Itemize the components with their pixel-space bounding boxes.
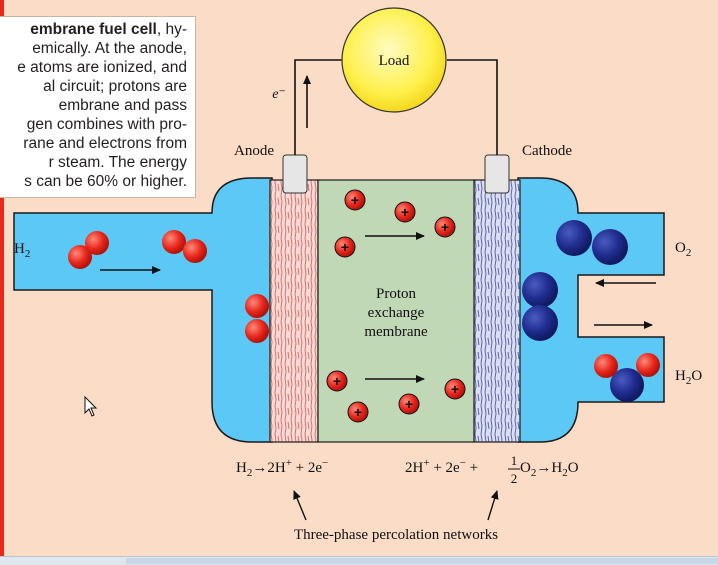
svg-text:+: + — [401, 204, 409, 220]
cathode-electrode — [473, 179, 521, 443]
paragraph-line: al circuit; protons are — [43, 78, 187, 95]
scrollbar-thumb[interactable] — [126, 558, 718, 564]
svg-text:+: + — [405, 396, 413, 412]
svg-text:+: + — [354, 404, 362, 420]
mouse-cursor-icon — [84, 395, 98, 417]
svg-text:+: + — [333, 373, 341, 389]
membrane-label-line2: exchange — [368, 305, 425, 321]
load-bulb — [341, 7, 447, 113]
cathode-reaction: 2H+ + 2e− + — [405, 457, 478, 476]
paragraph-line: gen combines with pro- — [26, 116, 187, 133]
proton: + — [434, 216, 456, 238]
paragraph-line: rane and electrons from — [23, 135, 187, 152]
membrane-label-line1: Proton — [376, 286, 417, 302]
proton: + — [326, 370, 348, 392]
membrane-label-line3: membrane — [364, 324, 428, 340]
half-numerator: 1 — [511, 453, 518, 468]
paragraph-line: embrane fuel cell, hy- — [30, 21, 187, 38]
anode-electrode — [269, 179, 319, 443]
cathode-terminal — [484, 154, 510, 194]
svg-text:+: + — [341, 239, 349, 255]
h2-label: H2 — [14, 241, 30, 260]
proton: + — [394, 201, 416, 223]
paragraph-line: r steam. The energy — [48, 154, 187, 171]
hydrogen-atoms-at-anode — [245, 294, 269, 343]
paragraph-line: emically. At the anode, — [32, 40, 187, 57]
half-denominator: 2 — [511, 471, 518, 486]
h2o-label: H2O — [675, 368, 702, 387]
proton: + — [344, 189, 366, 211]
hydrogen-molecule — [162, 230, 207, 263]
left-accent-bar — [0, 0, 4, 564]
proton: + — [334, 236, 356, 258]
load-label: Load — [379, 53, 410, 69]
anode-reaction: H2→2H+ + 2e− — [236, 457, 328, 479]
water-molecule — [594, 353, 660, 402]
cathode-reaction-tail: O2→H2O — [520, 460, 579, 479]
o2-label: O2 — [675, 240, 691, 259]
electron-label: e⁻ — [272, 87, 286, 102]
paragraph-line: s can be 60% or higher. — [24, 173, 187, 190]
svg-text:+: + — [351, 192, 359, 208]
proton: + — [444, 378, 466, 400]
oxygen-molecule — [556, 220, 628, 265]
circuit-wire — [294, 59, 498, 155]
description-paragraph: embrane fuel cell, hy- emically. At the … — [0, 16, 196, 198]
horizontal-scrollbar[interactable] — [0, 556, 718, 565]
svg-text:+: + — [451, 381, 459, 397]
svg-text:+: + — [441, 219, 449, 235]
oxygen-atoms-at-cathode — [522, 272, 558, 341]
anode-terminal — [282, 154, 308, 194]
percolation-label: Three-phase percolation networks — [294, 527, 498, 543]
paragraph-line: embrane and pass — [58, 97, 187, 114]
anode-label: Anode — [234, 143, 274, 159]
hydrogen-molecule — [68, 231, 109, 269]
proton: + — [398, 393, 420, 415]
paragraph-line: e atoms are ionized, and — [17, 59, 187, 76]
anode-gas-channel — [13, 177, 273, 443]
percolation-arrow — [487, 490, 499, 521]
proton: + — [347, 401, 369, 423]
cathode-label: Cathode — [522, 143, 572, 159]
percolation-arrow — [293, 490, 307, 521]
